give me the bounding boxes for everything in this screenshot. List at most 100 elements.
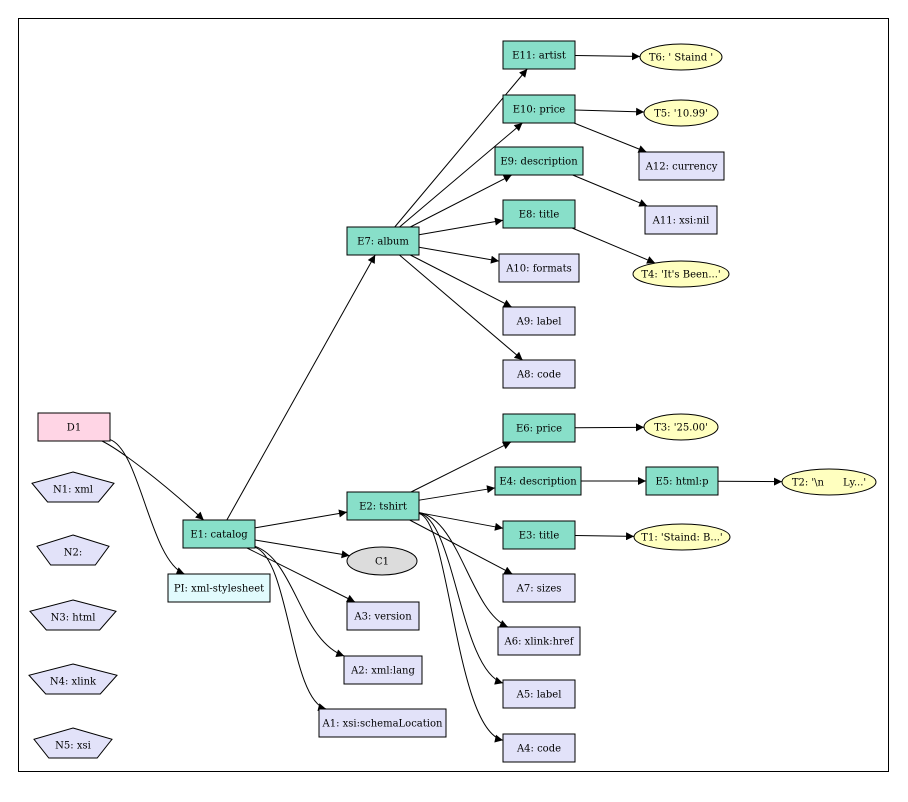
node-t5-shape — [643, 99, 719, 127]
node-e3-shape — [502, 520, 576, 550]
node-a7-label: A7: sizes — [516, 584, 562, 595]
node-a6-label: A6: xlink:href — [504, 637, 575, 648]
edge-e7-e8 — [418, 217, 504, 236]
node-c1-shape — [346, 546, 418, 576]
node-a6: A6: xlink:href — [497, 626, 581, 656]
node-e3-label: E3: title — [519, 531, 560, 542]
node-e11-shape — [502, 40, 576, 70]
edge-e7-a10 — [418, 246, 500, 264]
node-a3-shape — [346, 601, 420, 631]
node-n5: N5: xsi — [33, 727, 113, 759]
edge-e3-t1 — [574, 532, 635, 541]
edge-d1-e1 — [101, 440, 205, 521]
node-t4-label: T4: 'It's Been...' — [641, 270, 720, 281]
node-t2-shape — [781, 468, 877, 496]
edge-e7-a8 — [399, 254, 523, 361]
node-t2-label: T2: '\n Ly...' — [792, 478, 866, 489]
node-n3: N3: html — [29, 599, 117, 631]
node-e8: E8: title — [502, 199, 576, 229]
node-e4-shape — [494, 466, 582, 496]
edge-e1-e7 — [226, 254, 376, 521]
node-e5-label: E5: html:p — [655, 477, 708, 488]
node-a1-label: A1: xsi:schemaLocation — [322, 719, 443, 730]
node-a1-shape — [318, 708, 447, 738]
node-a3-label: A3: version — [353, 612, 412, 623]
edge-e9-a11 — [572, 174, 648, 207]
node-n4: N4: xlink — [28, 663, 118, 695]
node-a12-label: A12: currency — [645, 162, 718, 173]
edge-e11-t6 — [574, 52, 641, 61]
node-e4: E4: description — [494, 466, 582, 496]
node-e11-label: E11: artist — [512, 51, 566, 62]
node-a10-shape — [498, 253, 580, 283]
node-e2-shape — [346, 491, 420, 521]
node-e6-shape — [502, 413, 576, 443]
node-n2: N2: — [36, 534, 110, 566]
node-e6: E6: price — [502, 413, 576, 443]
node-a12: A12: currency — [638, 151, 725, 181]
edge-e1-e2 — [254, 509, 348, 529]
node-t1-label: T1: 'Staind: B...' — [641, 533, 722, 544]
edge-e2-e4 — [418, 485, 496, 501]
node-a9-label: A9: label — [516, 317, 562, 328]
node-t1: T1: 'Staind: B...' — [633, 523, 731, 551]
edge-e7-e9 — [410, 174, 512, 228]
node-a12-shape — [638, 151, 725, 181]
node-a9-shape — [502, 306, 576, 336]
node-e2: E2: tshirt — [346, 491, 420, 521]
node-e10: E10: price — [502, 94, 576, 124]
node-d1: D1 — [37, 412, 111, 442]
node-t6: T6: ' Staind ' — [639, 43, 723, 71]
node-a4: A4: code — [502, 733, 576, 763]
node-e3: E3: title — [502, 520, 576, 550]
node-n1-label: N1: xml — [53, 485, 93, 496]
node-a2-shape — [343, 655, 423, 685]
node-a8: A8: code — [502, 359, 576, 389]
node-a4-shape — [502, 733, 576, 763]
edge-e10-a12 — [573, 122, 647, 153]
node-t2: T2: '\n Ly...' — [781, 468, 877, 496]
node-a11: A11: xsi:nil — [644, 205, 718, 235]
node-t4-shape — [632, 260, 730, 288]
node-pi-label: PI: xml-stylesheet — [174, 584, 264, 595]
node-t6-label: T6: ' Staind ' — [649, 53, 713, 64]
edge-e2-a7 — [409, 519, 513, 575]
node-pi: PI: xml-stylesheet — [167, 573, 271, 603]
edge-e2-a5 — [418, 512, 504, 685]
node-d1-shape — [37, 412, 111, 442]
edge-e8-t4 — [571, 227, 656, 264]
node-n5-shape — [33, 727, 113, 759]
edge-e2-e6 — [410, 441, 512, 493]
node-a6-shape — [497, 626, 581, 656]
node-e9-label: E9: description — [500, 157, 578, 168]
node-e7: E7: album — [346, 226, 420, 256]
node-a4-label: A4: code — [516, 744, 561, 755]
node-n2-label: N2: — [64, 548, 82, 559]
edge-e2-a4 — [418, 513, 504, 743]
node-a5: A5: label — [502, 679, 576, 709]
edge-e2-e3 — [418, 512, 504, 531]
node-n3-shape — [29, 599, 117, 631]
edge-e2-a6 — [418, 512, 509, 628]
node-n4-label: N4: xlink — [50, 677, 97, 688]
node-a10: A10: formats — [498, 253, 580, 283]
node-e9-shape — [494, 146, 584, 176]
edge-e10-t5 — [574, 107, 645, 116]
node-e5: E5: html:p — [645, 466, 719, 496]
node-e10-label: E10: price — [513, 105, 566, 116]
node-c1: C1 — [346, 546, 418, 576]
node-a2-label: A2: xml:lang — [350, 666, 415, 677]
node-t5: T5: '10.99' — [643, 99, 719, 127]
node-a5-label: A5: label — [516, 690, 562, 701]
node-a7: A7: sizes — [502, 573, 576, 603]
node-a10-label: A10: formats — [505, 264, 572, 275]
edge-d1-pi — [109, 439, 185, 575]
node-a1: A1: xsi:schemaLocation — [318, 708, 447, 738]
node-n2-shape — [36, 534, 110, 566]
node-t1-shape — [633, 523, 731, 551]
edge-e1-a3 — [246, 547, 356, 603]
node-e1-shape — [182, 519, 256, 549]
node-e8-label: E8: title — [519, 210, 560, 221]
